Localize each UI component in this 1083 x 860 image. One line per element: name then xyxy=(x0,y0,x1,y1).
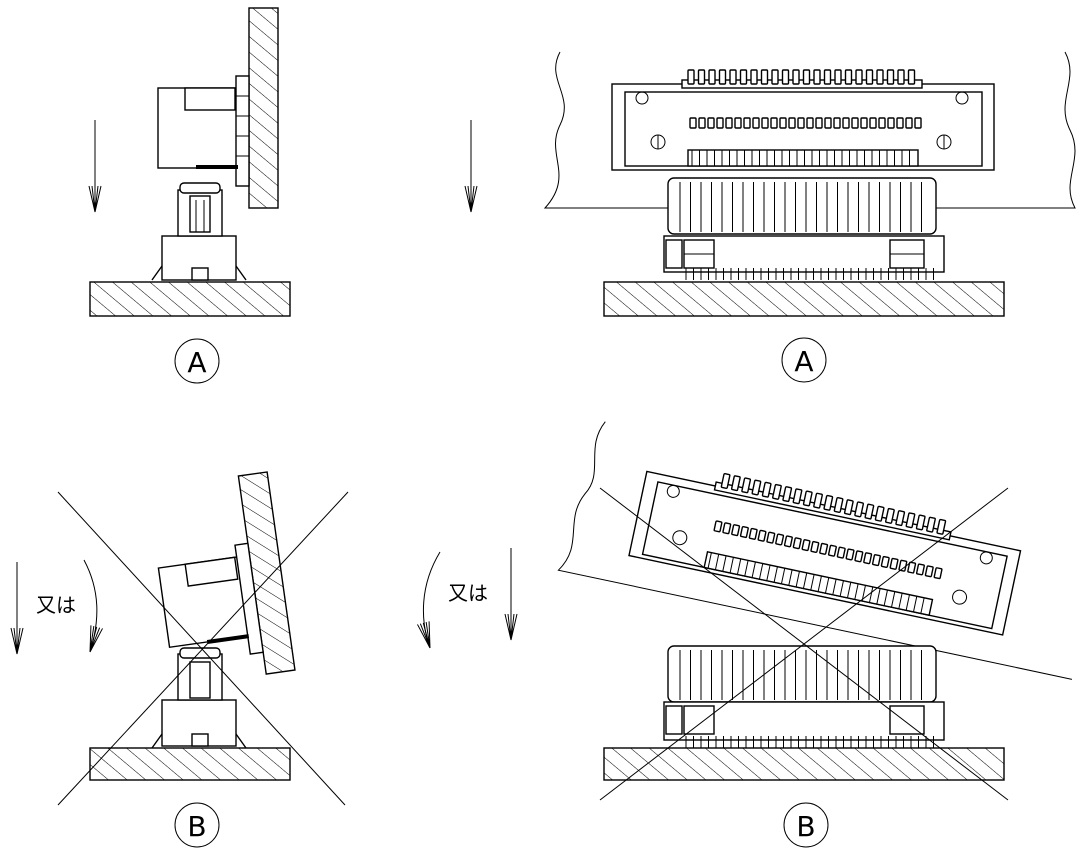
mating-board xyxy=(248,7,279,209)
mating-board xyxy=(543,51,1076,209)
base-board xyxy=(89,747,291,781)
or-text: 又は xyxy=(36,593,76,617)
plug-connector xyxy=(628,470,1022,636)
or-text: 又は xyxy=(448,581,488,605)
label-a: A xyxy=(187,346,206,379)
prohibited-cross-icon xyxy=(599,487,1009,801)
mating-board xyxy=(557,421,1073,680)
panel-b-front-view: 又は xyxy=(416,421,1073,848)
base-board xyxy=(603,281,1005,317)
base-board xyxy=(603,747,1005,781)
plug-connector xyxy=(611,69,995,171)
label-a: A xyxy=(794,345,813,378)
label-b: B xyxy=(796,810,815,843)
panel-a-side-view: A xyxy=(88,7,291,384)
label-b: B xyxy=(187,810,206,843)
panel-b-side-view: 又は B xyxy=(10,471,349,848)
receptacle-connector xyxy=(663,177,945,280)
panel-a-front-view: A xyxy=(464,51,1076,383)
base-board xyxy=(89,281,291,317)
prohibited-cross-icon xyxy=(57,491,349,806)
receptacle-connector xyxy=(663,645,945,748)
